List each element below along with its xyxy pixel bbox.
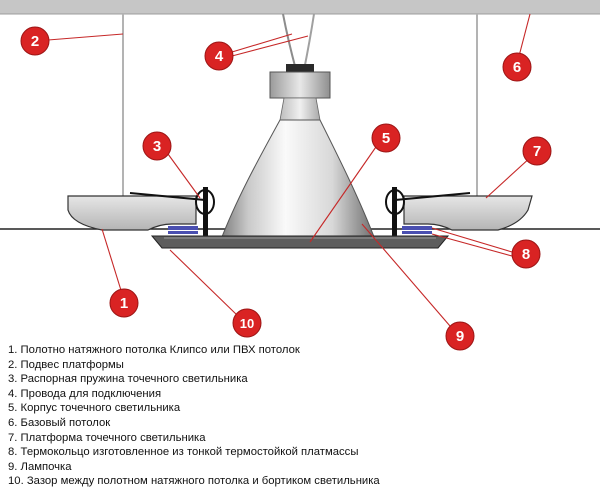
leader-5 (309, 143, 379, 243)
svg-text:9: 9 (456, 328, 464, 345)
leader-7 (485, 155, 533, 199)
svg-text:5: 5 (382, 130, 390, 147)
leader-8b (431, 233, 513, 257)
legend-item: 8. Термокольцо изготовленное из тонкой т… (8, 446, 359, 459)
marker-10: 10 (232, 308, 262, 338)
legend-item: 5. Корпус точечного светильника (8, 402, 181, 415)
platform-left (67, 195, 197, 231)
leader-2 (47, 33, 124, 41)
fixture-flange (150, 235, 450, 249)
marker-1: 1 (109, 288, 139, 318)
thermo-ring-right (402, 226, 432, 230)
legend-item: 2. Подвес платформы (8, 358, 124, 371)
svg-text:10: 10 (240, 316, 254, 331)
marker-3: 3 (142, 131, 172, 161)
marker-4: 4 (204, 41, 234, 71)
wire-right (303, 13, 315, 71)
leader-6 (517, 13, 531, 61)
marker-7: 7 (522, 136, 552, 166)
marker-8: 8 (511, 239, 541, 269)
leader-1 (101, 228, 125, 301)
legend-item: 1. Полотно натяжного потолка Клипсо или … (8, 344, 300, 356)
thermo-ring-left (168, 226, 198, 230)
lamp-socket-top (286, 64, 314, 72)
thermo-ring-right-2 (402, 231, 432, 234)
leader-lines (47, 13, 533, 327)
spring-arm-right (394, 192, 471, 201)
legend-item: 9. Лампочка (8, 460, 72, 473)
spring-loop-right (385, 189, 405, 215)
spring-loop-left (195, 189, 215, 215)
lamp-socket (269, 71, 331, 99)
svg-text:8: 8 (522, 246, 530, 263)
marker-2: 2 (20, 26, 50, 56)
base-ceiling (0, 0, 600, 14)
legend-list: 1. Полотно натяжного потолка Клипсо или … (8, 343, 598, 489)
lamp-neck (279, 97, 321, 121)
marker-5: 5 (371, 123, 401, 153)
leader-4b (231, 35, 309, 57)
spring-arm-left (129, 192, 206, 201)
thermo-ring-left-2 (168, 231, 198, 234)
svg-text:6: 6 (513, 59, 521, 76)
leader-4a (231, 33, 293, 53)
platform-right (403, 195, 533, 231)
svg-text:1: 1 (120, 295, 128, 312)
spring-post-left (203, 187, 208, 243)
leader-8a (431, 227, 513, 253)
legend-item: 7. Платформа точечного светильника (8, 431, 206, 444)
svg-text:4: 4 (215, 48, 224, 65)
legend-item: 3. Распорная пружина точечного светильни… (8, 373, 248, 386)
leader-9 (361, 223, 451, 327)
spring-post-right (392, 187, 397, 243)
svg-text:7: 7 (533, 143, 541, 160)
legend-item: 4. Провода для подключения (8, 387, 162, 400)
leader-3 (167, 153, 201, 199)
leader-10 (169, 249, 239, 317)
svg-text:2: 2 (31, 33, 39, 50)
marker-6: 6 (502, 52, 532, 82)
legend-item: 6. Базовый потолок (8, 416, 111, 429)
svg-text:3: 3 (153, 138, 161, 155)
marker-9: 9 (445, 321, 475, 351)
legend-item: 10. Зазор между полотном натяжного потол… (8, 475, 380, 488)
